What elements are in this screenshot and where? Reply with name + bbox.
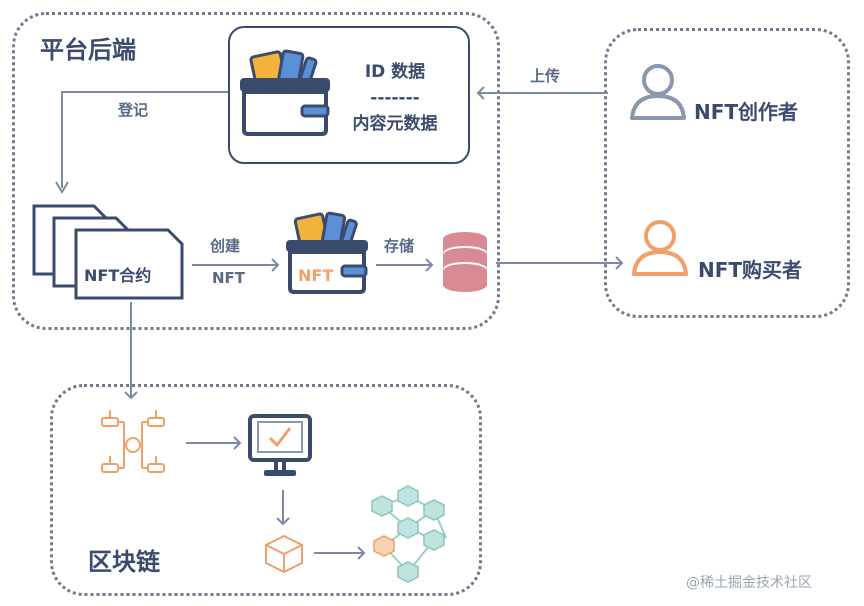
separator-text: ------- <box>370 88 420 108</box>
upload-arrow <box>476 86 608 100</box>
create-nft-arrow <box>192 258 280 272</box>
contract-documents-icon <box>32 204 184 300</box>
nft-buyer-label: NFT购买者 <box>698 258 803 282</box>
wallet-nft-text: NFT <box>298 266 334 285</box>
verified-monitor-icon <box>248 414 312 476</box>
platform-backend-title: 平台后端 <box>40 36 136 64</box>
upload-label: 上传 <box>530 67 561 85</box>
new-block-icon <box>265 534 303 574</box>
nft-wallet-icon <box>286 211 368 294</box>
network-to-monitor-arrow <box>186 436 242 450</box>
database-to-buyer-arrow <box>496 256 624 270</box>
blockchain-region <box>50 384 482 596</box>
store-arrow <box>376 258 434 272</box>
platform-backend-region <box>12 12 500 330</box>
blockchain-network-icon <box>371 485 447 583</box>
create-nft-label: NFT <box>212 269 246 287</box>
id-data-text: ID 数据 <box>364 62 426 82</box>
store-label: 存储 <box>384 237 415 255</box>
network-nodes-icon <box>101 410 165 473</box>
monitor-to-block-arrow <box>276 490 290 526</box>
content-metadata-text: 内容元数据 <box>352 114 438 134</box>
register-arrow <box>55 91 228 194</box>
block-to-chain-arrow <box>314 546 366 560</box>
database-icon <box>443 232 487 292</box>
wallet-icon <box>240 49 330 136</box>
buyer-user-icon <box>632 220 688 276</box>
nft-contract-label: NFT合约 <box>84 266 152 285</box>
users-region <box>604 28 850 318</box>
creator-user-icon <box>630 64 686 120</box>
nft-creator-label: NFT创作者 <box>694 100 799 124</box>
contract-to-blockchain-arrow <box>124 302 138 400</box>
register-label: 登记 <box>118 101 149 119</box>
watermark-text: @稀土掘金技术社区 <box>686 575 812 591</box>
blockchain-title: 区块链 <box>88 548 160 576</box>
create-label: 创建 <box>210 237 241 255</box>
